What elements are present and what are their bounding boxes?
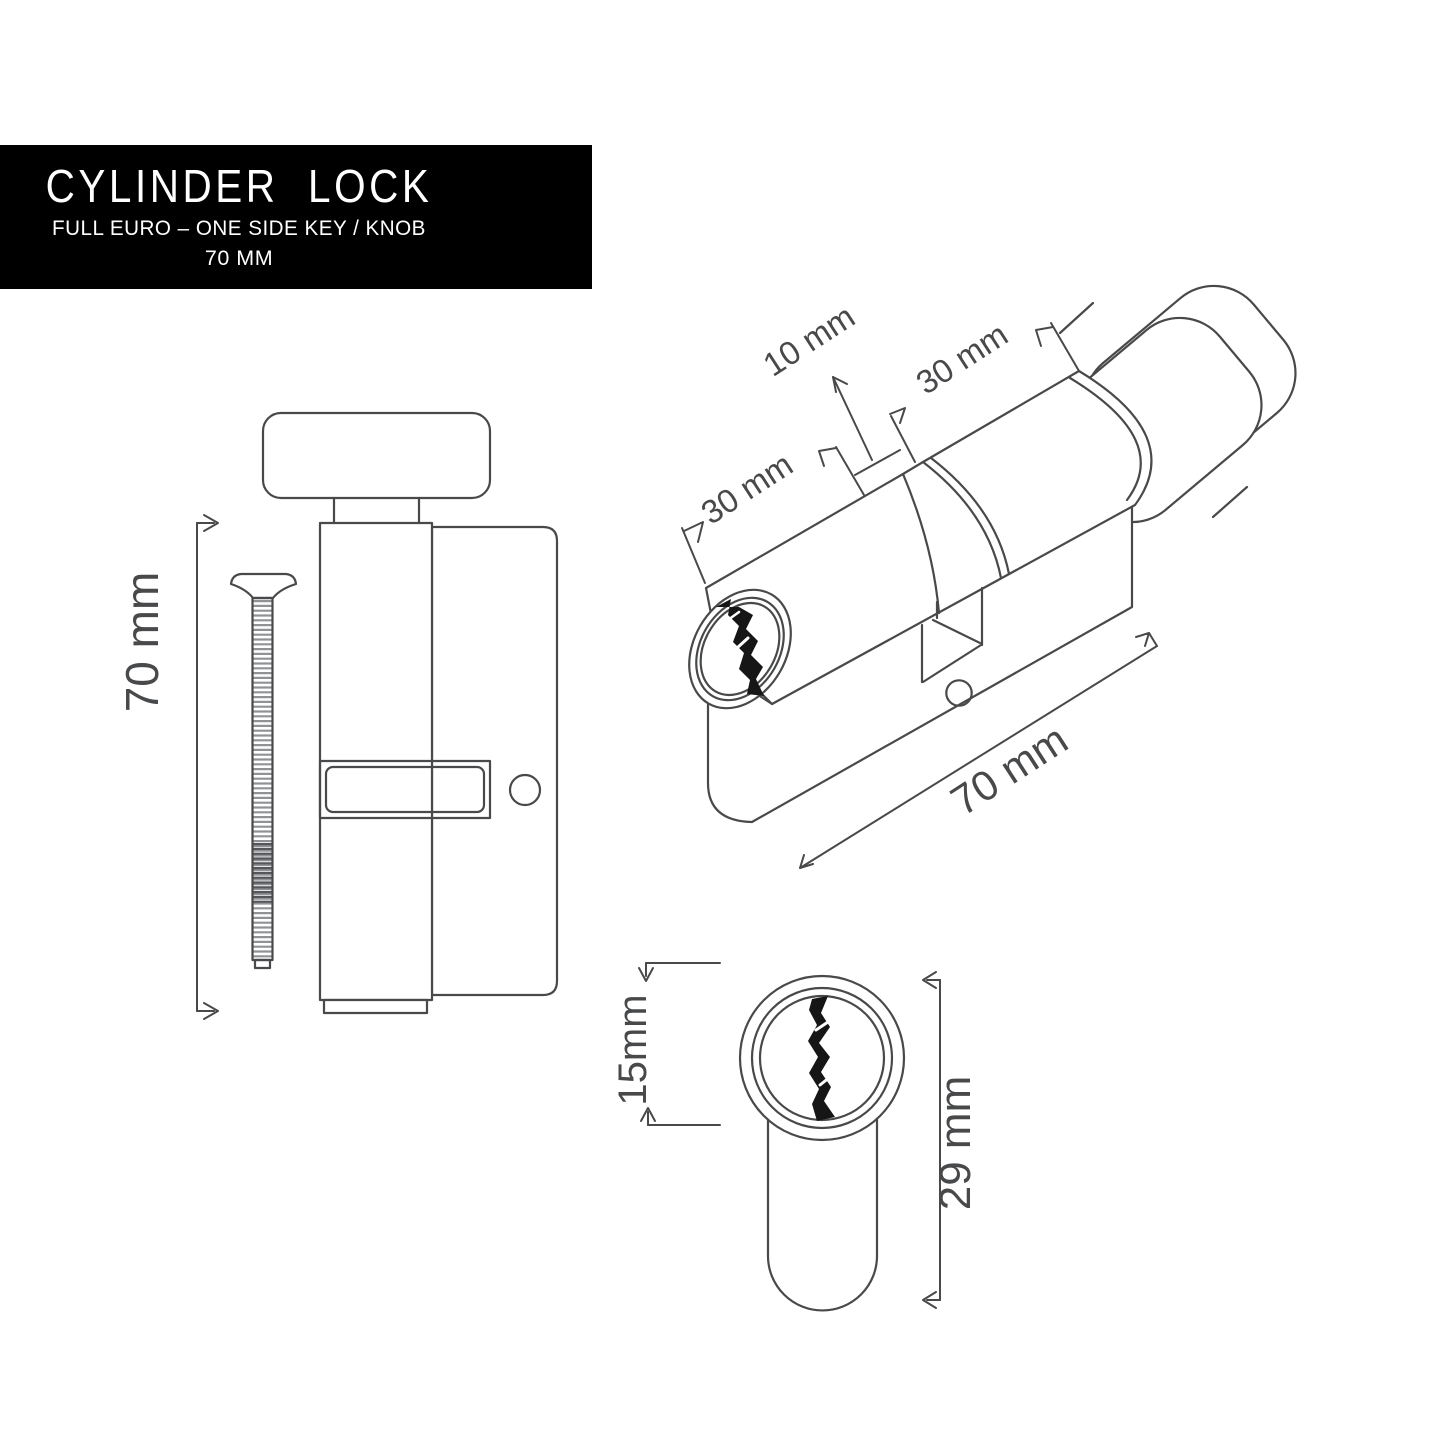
notch-bottom-edge (921, 643, 983, 684)
side-view-70mm-dimension (196, 514, 219, 1020)
keyway-highlight (735, 636, 750, 650)
product-size: 70 MM (204, 246, 274, 271)
front-29mm-dimension (922, 971, 941, 1309)
iso-left-half-label: 30 mm (694, 445, 799, 531)
title-banner-text-block: CYLINDER LOCK FULL EURO – ONE SIDE KEY /… (0, 159, 478, 272)
arrow-up-icon (832, 376, 848, 393)
cylinder-foot (322, 998, 429, 1015)
iso-total-length-label: 70 mm (942, 715, 1075, 824)
front-body-height-label: 29 mm (931, 1076, 980, 1210)
arrow-down-icon (638, 967, 654, 982)
face-plug-circle (758, 994, 886, 1122)
face-ring-circle (750, 986, 894, 1130)
keyway-icon (716, 599, 764, 696)
arrow-up-right-icon (1135, 632, 1150, 647)
front-view: 15mm 29 mm (611, 962, 980, 1312)
knob-side-edges (1058, 301, 1249, 519)
screw-head (229, 572, 298, 600)
product-title: CYLINDER LOCK (45, 159, 433, 212)
arrow-right-icon (203, 514, 219, 532)
iso-dimensions (681, 322, 1158, 869)
cam-inner (324, 765, 486, 814)
cam-notch (920, 586, 984, 684)
tick-cam-right (890, 415, 916, 463)
profile-body (766, 1113, 879, 1312)
side-view-length-label: 70 mm (116, 572, 168, 713)
tick-knob-end (1050, 322, 1080, 372)
key-face-ring (695, 596, 785, 702)
arrow-right-icon (203, 1002, 219, 1020)
arrow-up-left-icon (818, 447, 837, 467)
mounting-plate (430, 525, 559, 997)
fixing-hole (508, 773, 542, 807)
key-face-plug (699, 601, 781, 697)
arrow-left-icon (922, 1291, 937, 1309)
notch-inner-edge (931, 618, 982, 645)
knob-neck (332, 496, 421, 525)
title-banner: CYLINDER LOCK FULL EURO – ONE SIDE KEY /… (0, 145, 592, 289)
iso-right-half-label: 30 mm (909, 315, 1014, 401)
product-subtitle: FULL EURO – ONE SIDE KEY / KNOB (52, 216, 426, 241)
arrow-up-icon (640, 1107, 656, 1122)
knob-collar-arc (1068, 376, 1142, 502)
cam-width-arrow-stem (832, 376, 873, 461)
arrow-left-icon (922, 971, 937, 989)
thumb-knob (261, 411, 492, 500)
keyway-highlight (726, 610, 741, 622)
total-length-line (799, 645, 1158, 869)
tick-face-end (681, 527, 706, 584)
screw-hole (945, 679, 973, 707)
cam-ring-arc-right-outer (921, 460, 1003, 580)
arrow-up-right-icon (889, 407, 906, 424)
arrow-up-left-icon (1035, 326, 1054, 347)
iso-view: 30 mm 10 mm 30 mm 70 mm (681, 284, 1297, 869)
iso-cam-width-label: 10 mm (756, 297, 861, 383)
total-length-stub (1148, 632, 1158, 647)
arrow-up-right-icon (683, 521, 704, 543)
keyway-highlight (814, 1020, 830, 1032)
keyway-icon (808, 996, 835, 1121)
keyway-highlight (818, 1075, 832, 1087)
screw-tip (253, 958, 272, 970)
cam-ring-arc-left (901, 472, 941, 615)
arrow-down-left-icon (799, 854, 814, 869)
cam-width-baseline (854, 449, 901, 476)
front-keyway-height-label: 15mm (611, 994, 655, 1105)
cam-outer (318, 759, 492, 820)
front-15mm-dimension (638, 962, 721, 1126)
cam-ring-arc-right-inner (929, 456, 1011, 576)
side-view: 70 mm (116, 411, 559, 1020)
fixing-screw (229, 572, 298, 970)
profile-foot (706, 494, 1134, 824)
tick-cam-left (835, 446, 865, 496)
